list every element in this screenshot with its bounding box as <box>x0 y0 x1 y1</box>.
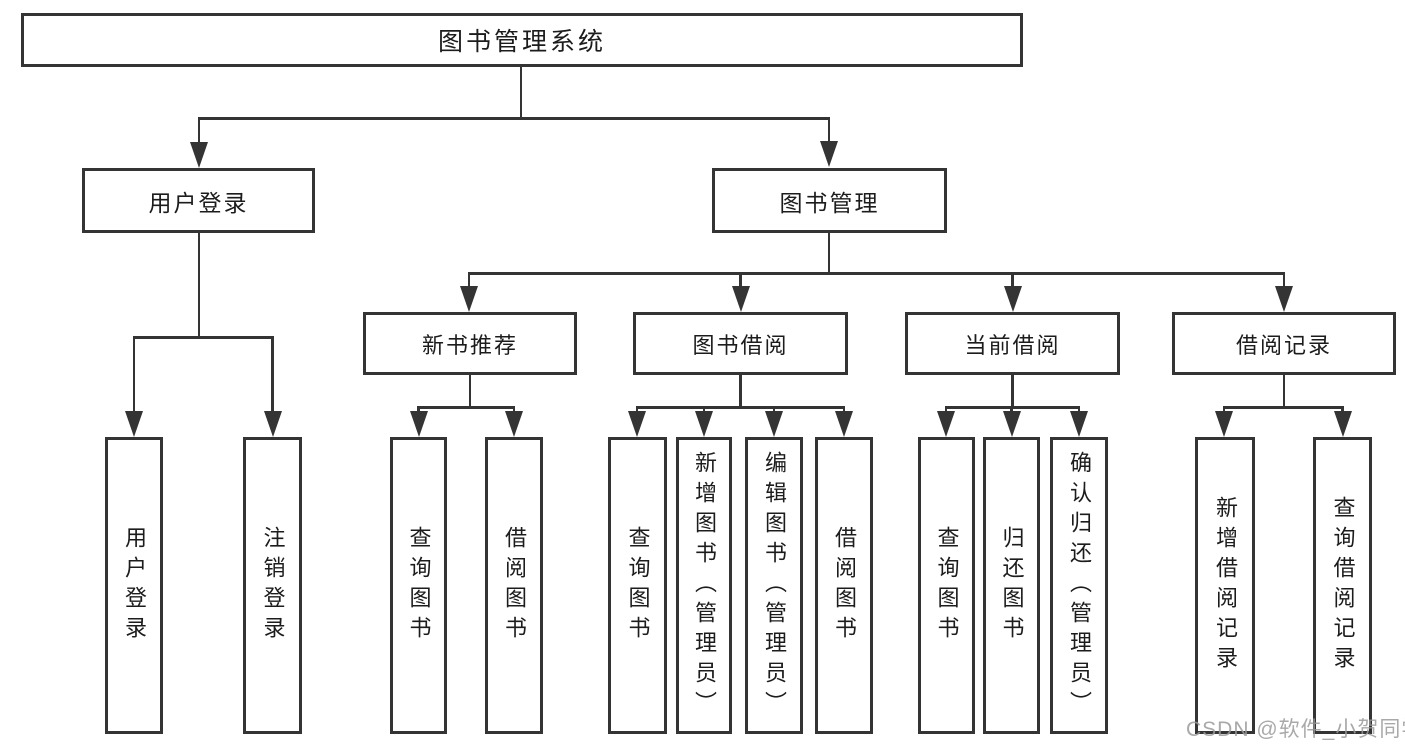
arrow-down-icon <box>505 411 523 437</box>
node-label: 查询借阅记录 <box>1330 495 1356 676</box>
arrow-down-icon <box>263 411 282 437</box>
connector-line <box>132 336 274 339</box>
node-book-management: 图书管理 <box>712 168 947 233</box>
leaf-borrow-books-recommend: 借阅图书 <box>485 437 543 734</box>
node-label: 查询图书 <box>625 525 651 646</box>
connector-line <box>1282 272 1286 294</box>
arrow-down-icon <box>820 141 838 167</box>
node-label: 借阅图书 <box>502 525 527 646</box>
node-new-book-recommend: 新书推荐 <box>363 312 577 375</box>
arrow-down-icon <box>695 411 713 437</box>
arrow-down-icon <box>765 411 783 437</box>
node-label: 当前借阅 <box>964 332 1061 358</box>
connector-line <box>827 117 831 149</box>
leaf-query-borrow-record: 查询借阅记录 <box>1313 437 1372 734</box>
arrow-down-icon <box>937 411 955 437</box>
connector-line <box>635 406 846 409</box>
leaf-edit-book-admin: 编辑图书（管理员） <box>745 437 803 734</box>
node-label: 查询图书 <box>934 525 960 646</box>
leaf-add-borrow-record: 新增借阅记录 <box>1195 437 1255 734</box>
arrow-down-icon <box>1215 411 1233 437</box>
arrow-down-icon <box>628 411 646 437</box>
node-label: 归还图书 <box>999 525 1025 646</box>
node-borrow-records: 借阅记录 <box>1172 312 1396 375</box>
leaf-query-books-borrow: 查询图书 <box>608 437 667 734</box>
node-system-root: 图书管理系统 <box>21 13 1023 67</box>
node-label: 查询图书 <box>406 525 432 646</box>
connector-line <box>1011 375 1014 408</box>
connector-line <box>468 375 472 408</box>
node-label: 新增图书（管理员） <box>692 450 717 721</box>
arrow-down-icon <box>1333 411 1352 437</box>
arrow-down-icon <box>125 411 143 437</box>
arrow-down-icon <box>409 411 428 437</box>
connector-line <box>467 272 471 294</box>
node-label: 用户登录 <box>148 189 249 216</box>
connector-line <box>1011 272 1014 294</box>
arrow-down-icon <box>835 411 853 437</box>
node-label: 借阅图书 <box>832 525 857 646</box>
node-label: 图书借阅 <box>692 332 789 358</box>
arrow-down-icon <box>731 286 750 312</box>
leaf-return-books: 归还图书 <box>983 437 1040 734</box>
node-label: 图书管理系统 <box>437 28 606 56</box>
arrow-down-icon <box>460 286 478 312</box>
arrow-down-icon <box>1275 286 1293 312</box>
leaf-user-login: 用户登录 <box>105 437 163 734</box>
node-label: 用户登录 <box>122 525 147 646</box>
node-user-login: 用户登录 <box>82 168 315 233</box>
arrow-down-icon <box>190 142 208 168</box>
connector-line <box>739 272 742 294</box>
connector-line <box>519 67 523 118</box>
leaf-query-books-recommend: 查询图书 <box>390 437 447 734</box>
connector-line <box>132 336 136 416</box>
leaf-add-book-admin: 新增图书（管理员） <box>676 437 732 734</box>
leaf-confirm-return-admin: 确认归还（管理员） <box>1050 437 1108 734</box>
connector-line <box>827 233 831 274</box>
connector-line <box>271 336 274 416</box>
connector-line <box>417 406 516 409</box>
connector-line <box>467 272 1285 275</box>
arrow-down-icon <box>1002 411 1021 437</box>
node-label: 编辑图书（管理员） <box>762 450 787 721</box>
arrow-down-icon <box>1070 411 1088 437</box>
node-book-borrow: 图书借阅 <box>633 312 848 375</box>
node-label: 借阅记录 <box>1235 332 1332 358</box>
arrow-down-icon <box>1003 286 1022 312</box>
connector-line <box>197 117 831 120</box>
connector-line <box>1222 406 1344 409</box>
connector-line <box>197 233 201 338</box>
node-label: 新书推荐 <box>421 332 518 358</box>
connector-line <box>197 117 201 149</box>
node-current-borrow: 当前借阅 <box>905 312 1120 375</box>
node-label: 新增借阅记录 <box>1213 495 1238 676</box>
leaf-logout: 注销登录 <box>243 437 302 734</box>
connector-line <box>739 375 742 408</box>
leaf-query-books-current: 查询图书 <box>918 437 975 734</box>
node-label: 图书管理 <box>779 189 880 216</box>
node-label: 注销登录 <box>260 525 286 646</box>
leaf-borrow-books: 借阅图书 <box>815 437 873 734</box>
connector-line <box>1282 375 1286 408</box>
csdn-watermark: CSDN @软件_小贺同学 <box>1186 718 1405 741</box>
node-label: 确认归还（管理员） <box>1067 450 1092 721</box>
